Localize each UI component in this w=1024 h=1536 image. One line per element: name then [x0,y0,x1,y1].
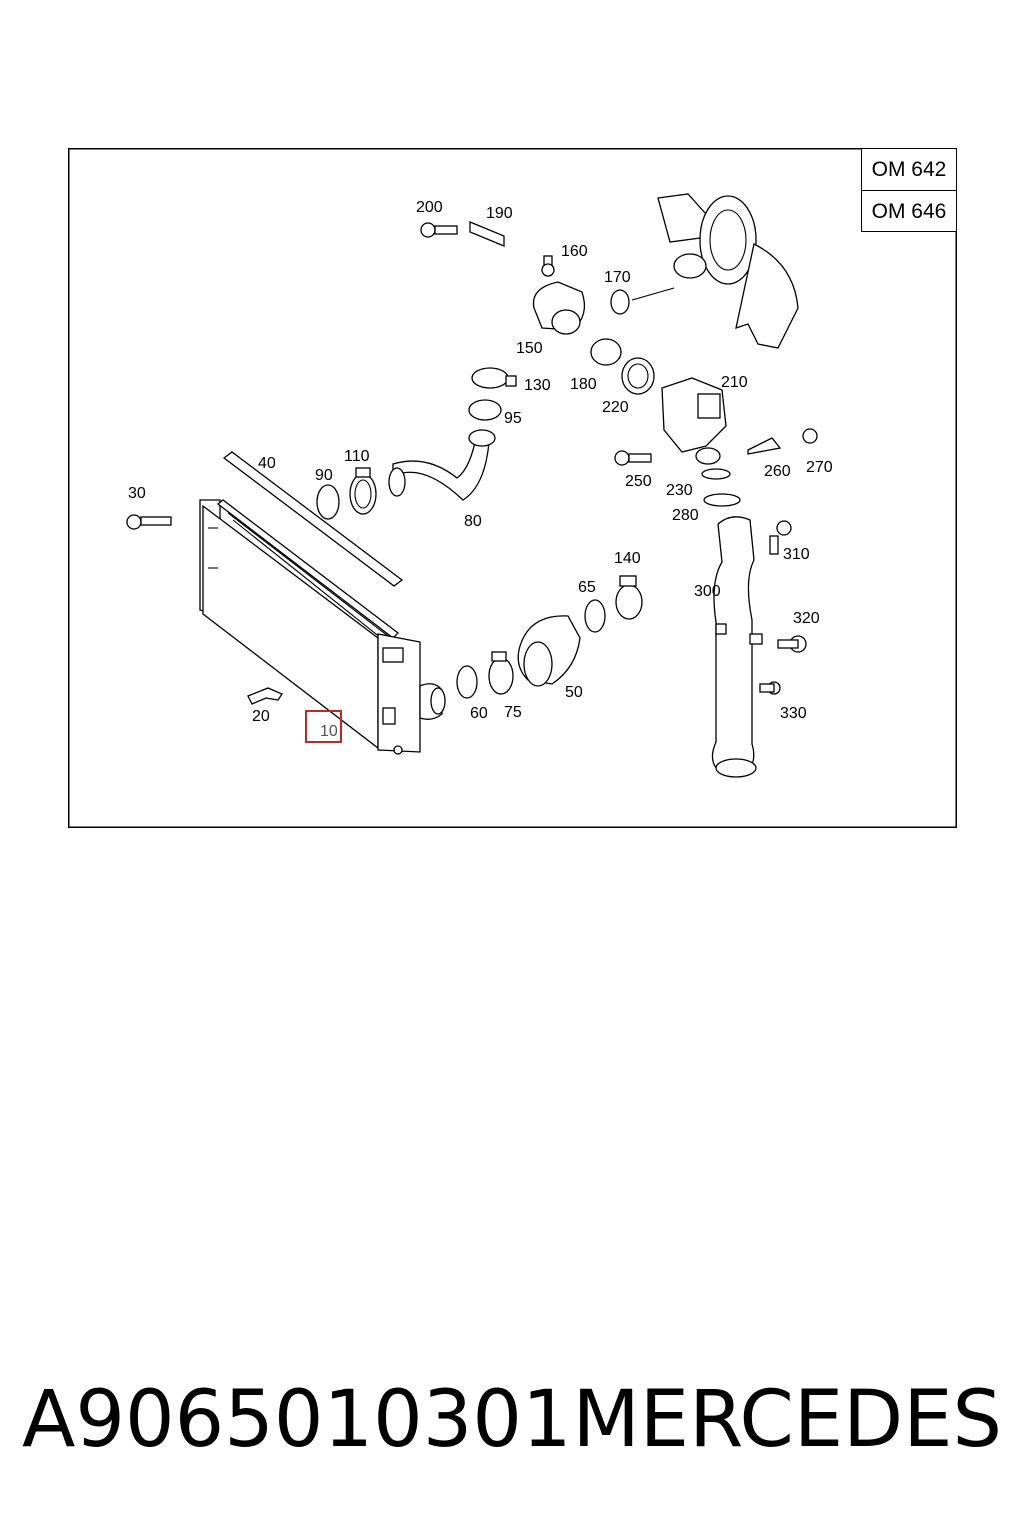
callout-270: 270 [806,459,833,476]
bolt-330-part [759,681,781,695]
callout-160: 160 [561,243,588,260]
ring-60-part [456,665,478,699]
clip-20-part [247,687,283,705]
clamp-140-part [615,575,643,620]
turbocharger-part [657,193,799,349]
ring-95-part [468,399,502,421]
ring-170-part [610,289,630,315]
callout-200: 200 [416,199,443,216]
diagram-border [68,148,957,828]
clamp-130-part [471,367,517,389]
callout-110: 110 [344,448,370,465]
bolt-30-part [126,514,172,530]
hose-50-part [517,615,581,687]
model-om646: OM 646 [862,190,956,232]
model-om642: OM 642 [871,158,947,181]
callout-330: 330 [780,705,807,722]
callout-250: 250 [625,473,652,490]
brand-name: MERCEDES [572,1375,1003,1465]
intercooler-part [199,499,446,755]
callout-60: 60 [470,705,488,722]
callout-230: 230 [666,482,693,499]
callout-95: 95 [504,410,522,427]
bracket-190-part [469,221,505,247]
callout-20: 20 [252,708,270,725]
callout-180: 180 [570,376,597,393]
callout-65: 65 [578,579,596,596]
footer: A9065010301 MERCEDES [0,1370,1024,1470]
callout-40: 40 [258,455,276,472]
bolt-200-part [420,222,458,238]
callout-210: 210 [721,374,748,391]
seal-230-part [701,468,731,480]
callout-30: 30 [128,485,146,502]
ring-65-part [584,599,606,633]
clamp-75-part [488,651,514,695]
callout-220: 220 [602,399,629,416]
elbow-150-part [532,281,586,335]
callout-140: 140 [614,550,641,567]
bolt-320-part [777,635,807,653]
callout-50: 50 [565,684,583,701]
throttle-210-part [661,377,727,465]
clamp-110-part [349,467,377,515]
callout-300: 300 [694,583,721,600]
callout-130: 130 [524,377,551,394]
clamp-180-part [590,338,622,366]
callout-80: 80 [464,513,482,530]
callout-150: 150 [516,340,543,357]
callout-260: 260 [764,463,791,480]
pipe-300-part [711,516,763,778]
callout-labels: 200 190 160 170 150 130 180 210 220 95 1… [128,199,833,743]
callout-280: 280 [672,507,699,524]
callout-310: 310 [783,546,810,563]
bolt-250-part [614,450,652,466]
callout-170: 170 [604,269,631,286]
part-number: A9065010301 [22,1375,572,1465]
engine-model-table: OM 642 OM 646 [861,148,957,232]
ring-90-part [316,484,340,520]
nut-270-part [802,428,818,444]
callout-90: 90 [315,467,333,484]
callout-320: 320 [793,610,820,627]
highlight-box [305,710,342,743]
callout-10-highlighted: 10 [320,723,338,740]
bracket-260-part [747,437,782,455]
exploded-view-drawing: 200 190 160 170 150 130 180 210 220 95 1… [68,148,957,828]
callout-75: 75 [504,704,522,721]
seal-strip-part [222,451,404,587]
clamp-280-part [703,493,741,507]
bolt-160-part [541,255,555,277]
callout-190: 190 [486,205,513,222]
ring-220-part [621,357,655,395]
parts-diagram: 200 190 160 170 150 130 180 210 220 95 1… [68,148,957,828]
bolt-310-part [769,520,792,555]
